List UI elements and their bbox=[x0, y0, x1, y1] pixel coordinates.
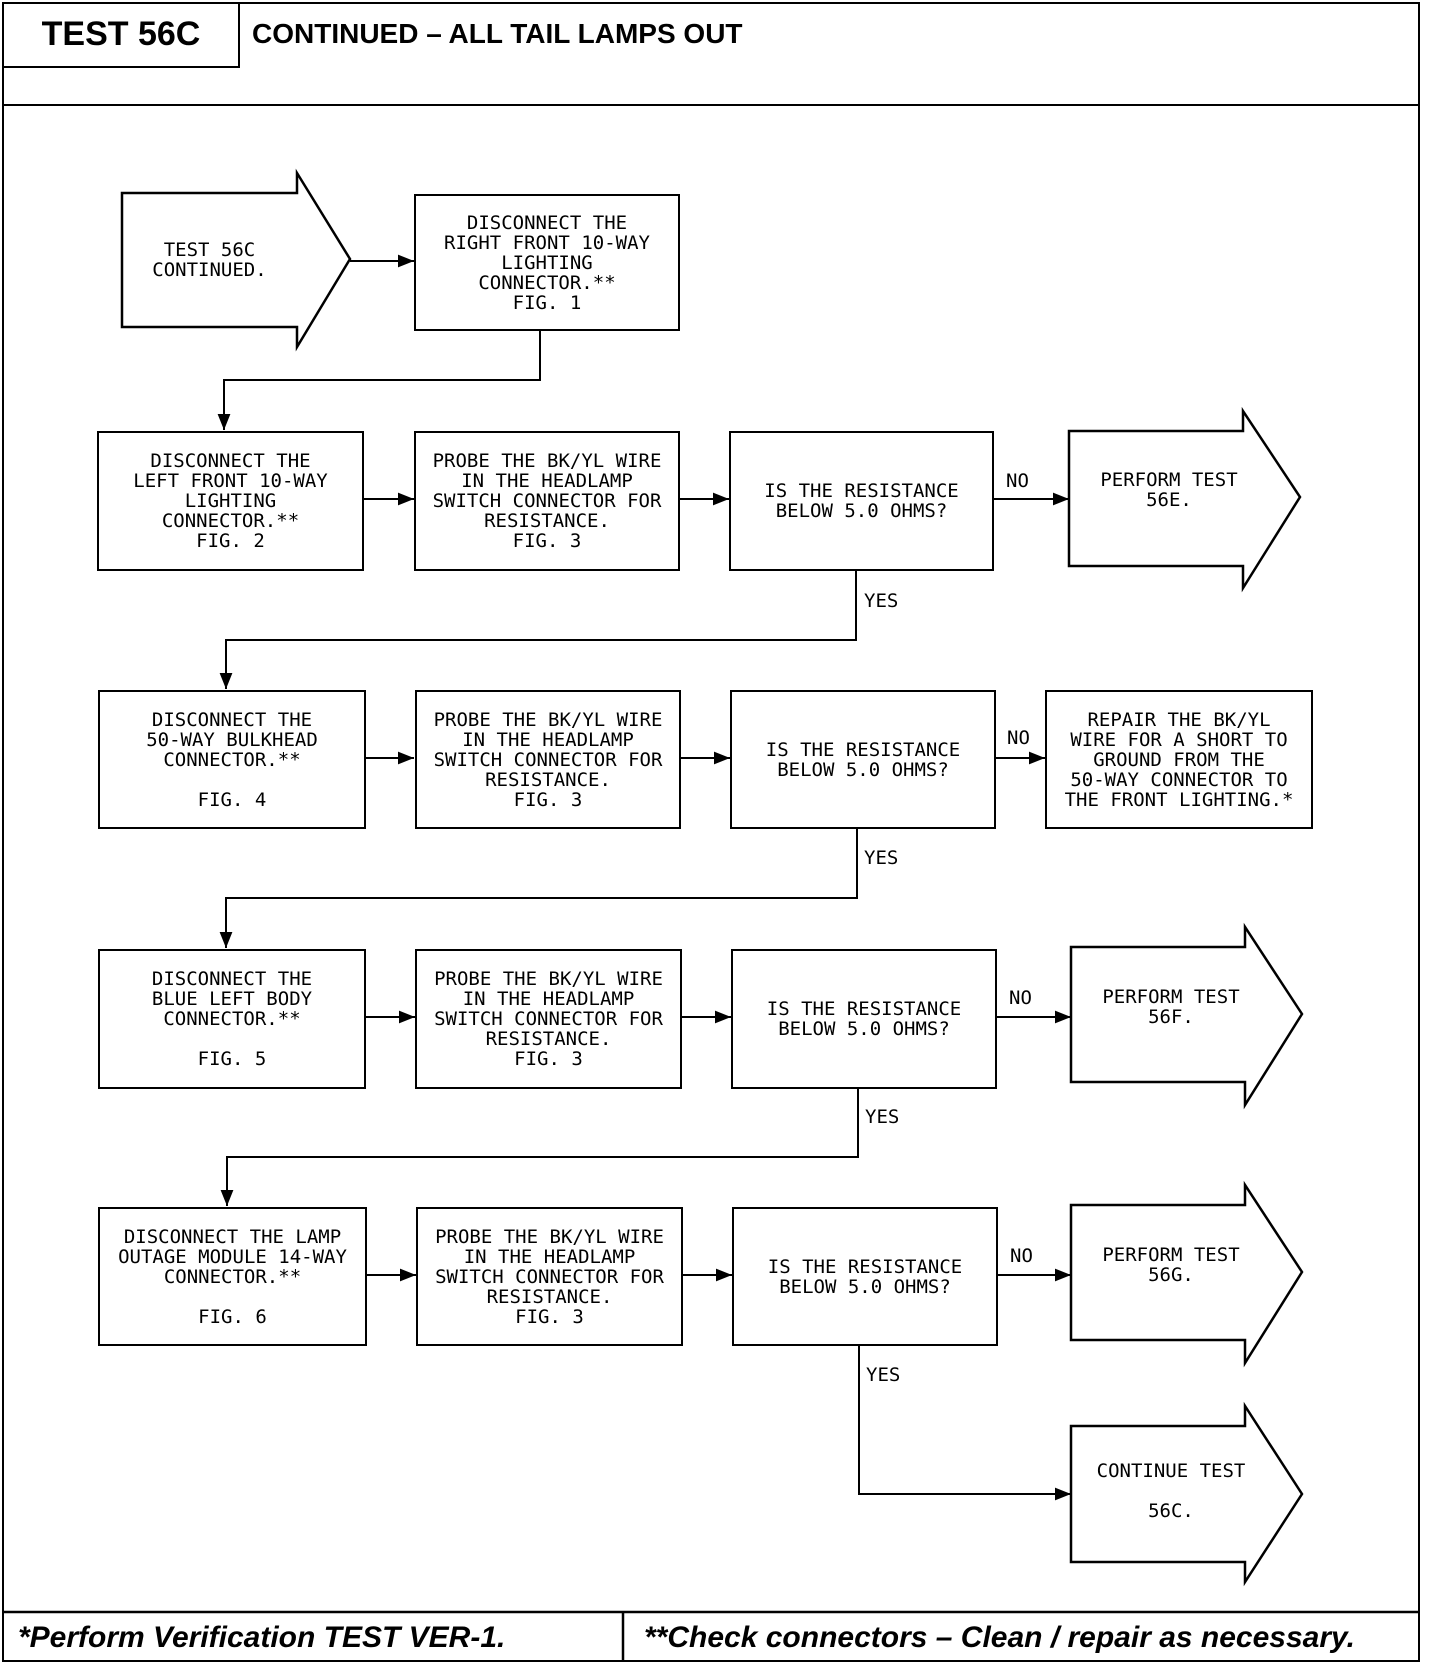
row4-yes-label: YES bbox=[866, 1364, 901, 1386]
verification-note: *Perform Verification TEST VER-1. bbox=[18, 1621, 506, 1654]
row3-result-label: PERFORM TEST 56F. bbox=[1102, 986, 1240, 1028]
result-arrow-56g bbox=[1069, 1180, 1304, 1368]
row1-result-label: PERFORM TEST 56E. bbox=[1100, 469, 1238, 511]
row4-probe-box: PROBE THE BK/YL WIRE IN THE HEADLAMP SWI… bbox=[416, 1207, 683, 1346]
row2-yes-label: YES bbox=[864, 847, 899, 869]
page-title: CONTINUED – ALL TAIL LAMPS OUT bbox=[252, 18, 743, 49]
row3-probe-box: PROBE THE BK/YL WIRE IN THE HEADLAMP SWI… bbox=[415, 949, 682, 1089]
row3-yes-label: YES bbox=[865, 1106, 900, 1128]
row1-question-box: IS THE RESISTANCE BELOW 5.0 OHMS? bbox=[729, 431, 994, 571]
row4-question-box: IS THE RESISTANCE BELOW 5.0 OHMS? bbox=[732, 1207, 998, 1346]
row2-probe-box: PROBE THE BK/YL WIRE IN THE HEADLAMP SWI… bbox=[415, 690, 681, 829]
row1-yes-label: YES bbox=[864, 590, 899, 612]
result-arrow-56f bbox=[1069, 922, 1304, 1110]
test-number-label: TEST 56C bbox=[4, 2, 240, 68]
row1-probe-box: PROBE THE BK/YL WIRE IN THE HEADLAMP SWI… bbox=[414, 431, 680, 571]
row4-action-box: DISCONNECT THE LAMP OUTAGE MODULE 14-WAY… bbox=[98, 1207, 367, 1346]
row1-no-label: NO bbox=[1006, 470, 1029, 492]
row4-result-label: PERFORM TEST 56G. bbox=[1102, 1244, 1240, 1286]
result-arrow-continue bbox=[1069, 1401, 1304, 1587]
connector-check-note: **Check connectors – Clean / repair as n… bbox=[644, 1621, 1355, 1654]
row4-no-label: NO bbox=[1010, 1245, 1033, 1267]
row2-no-label: NO bbox=[1007, 727, 1030, 749]
continue-test-label: CONTINUE TEST 56C. bbox=[1096, 1460, 1246, 1522]
row2-repair-box: REPAIR THE BK/YL WIRE FOR A SHORT TO GRO… bbox=[1045, 690, 1313, 829]
row3-question-box: IS THE RESISTANCE BELOW 5.0 OHMS? bbox=[731, 949, 997, 1089]
row3-no-label: NO bbox=[1009, 987, 1032, 1009]
start-arrow-shape bbox=[120, 168, 352, 352]
row2-action-box: DISCONNECT THE 50-WAY BULKHEAD CONNECTOR… bbox=[98, 690, 366, 829]
result-arrow-56e bbox=[1067, 406, 1302, 593]
header-divider bbox=[2, 104, 1418, 106]
start-label: TEST 56C CONTINUED. bbox=[152, 239, 267, 281]
row1-action-box: DISCONNECT THE LEFT FRONT 10-WAY LIGHTIN… bbox=[97, 431, 364, 571]
disconnect-right-front-box: DISCONNECT THE RIGHT FRONT 10-WAY LIGHTI… bbox=[414, 194, 680, 331]
row2-question-box: IS THE RESISTANCE BELOW 5.0 OHMS? bbox=[730, 690, 996, 829]
row3-action-box: DISCONNECT THE BLUE LEFT BODY CONNECTOR.… bbox=[98, 949, 366, 1089]
